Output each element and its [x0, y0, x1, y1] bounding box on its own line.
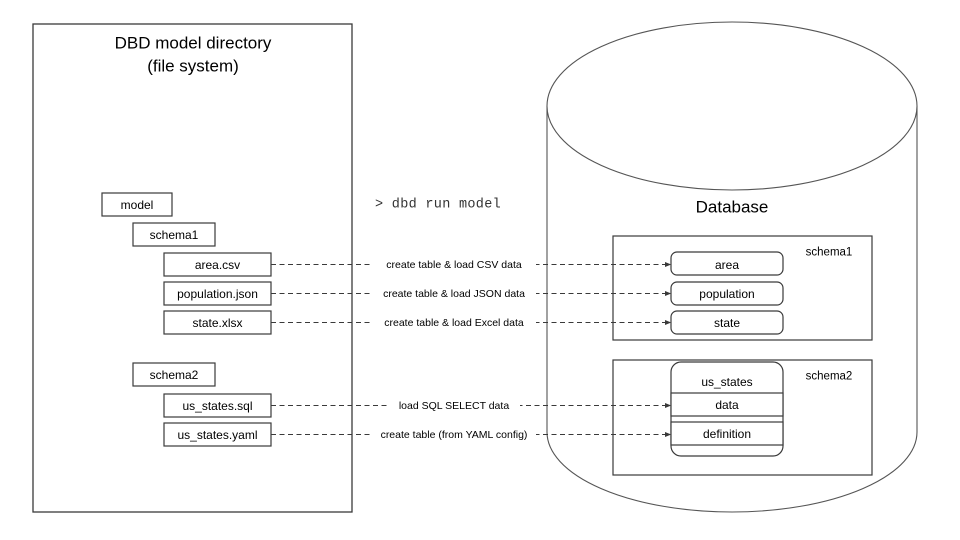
file-label-schema1: schema1 [149, 228, 199, 242]
file-label-area-csv: area.csv [194, 258, 241, 272]
filesystem-title-line2: (file system) [147, 56, 239, 76]
edge-label-yaml: create table (from YAML config) [380, 428, 528, 441]
schema2-label: schema2 [805, 370, 853, 383]
edge-label-sql: load SQL SELECT data [398, 399, 510, 412]
file-box-model[interactable] [101, 192, 173, 217]
db-label-us-states-definition: definition [702, 427, 752, 441]
edge-label-json: create table & load JSON data [383, 287, 525, 300]
db-label-state: state [713, 315, 741, 330]
file-label-state-xlsx: state.xlsx [192, 316, 243, 330]
file-box-schema1[interactable] [132, 222, 216, 247]
edge-label-excel: create table & load Excel data [384, 316, 524, 329]
db-label-population: population [699, 286, 755, 301]
db-label-us-states: us_states [701, 375, 753, 389]
cli-command-text: > dbd run model [374, 197, 502, 213]
file-label-schema2: schema2 [149, 368, 199, 382]
schema1-label: schema1 [805, 246, 853, 259]
file-box-schema2[interactable] [132, 362, 216, 387]
file-label-us-states-sql: us_states.sql [182, 399, 253, 413]
db-cylinder-top [546, 21, 918, 191]
filesystem-title-line1: DBD model directory [114, 33, 272, 53]
db-label-us-states-data: data [715, 398, 739, 412]
file-label-model: model [120, 198, 154, 212]
file-label-us-states-yaml: us_states.yaml [177, 428, 258, 442]
file-label-population-json: population.json [177, 287, 258, 301]
db-label-area: area [714, 257, 740, 272]
edge-label-csv: create table & load CSV data [386, 258, 522, 271]
database-title: Database [695, 197, 769, 217]
